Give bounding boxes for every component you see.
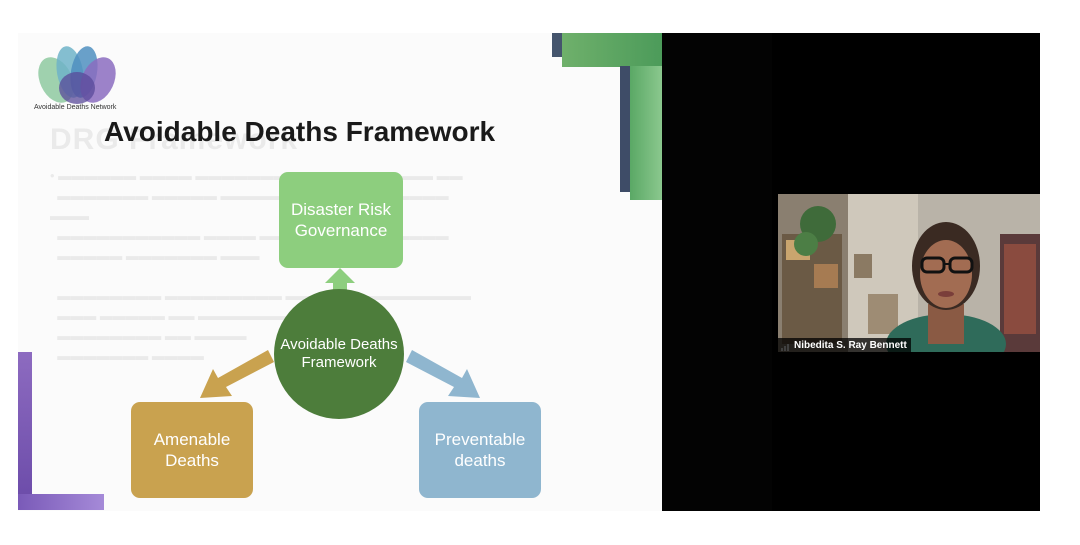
video-panel-divider: [662, 33, 772, 511]
arrow-down-right-icon: [406, 350, 480, 398]
slide-decoration-purple-bar: [18, 352, 32, 510]
lotus-logo-icon: [38, 46, 116, 104]
slide-title: Avoidable Deaths Framework: [104, 116, 496, 147]
preventable-deaths-box: Preventable deaths: [419, 402, 541, 498]
slide-decoration-purple-foot: [18, 494, 104, 510]
arrow-up-icon: [325, 268, 355, 298]
amenable-deaths-box: Amenable Deaths: [131, 402, 253, 498]
slide-decoration-dark-block: [552, 33, 562, 57]
logo-caption: Avoidable Deaths Network: [34, 104, 117, 111]
arrow-down-left-icon: [200, 350, 274, 398]
participant-video-feed: [778, 194, 1040, 352]
slide-decoration-navy-bar: [620, 66, 630, 192]
participant-video-tile[interactable]: [778, 194, 1040, 352]
disaster-risk-governance-box: Disaster Risk Governance: [279, 172, 403, 268]
participant-name-label: Nibedita S. Ray Bennett: [778, 338, 911, 353]
slide-decoration-green-top: [562, 33, 662, 67]
slide-decoration-green-bar: [630, 66, 662, 200]
framework-center-circle: Avoidable Deaths Framework: [274, 289, 404, 419]
